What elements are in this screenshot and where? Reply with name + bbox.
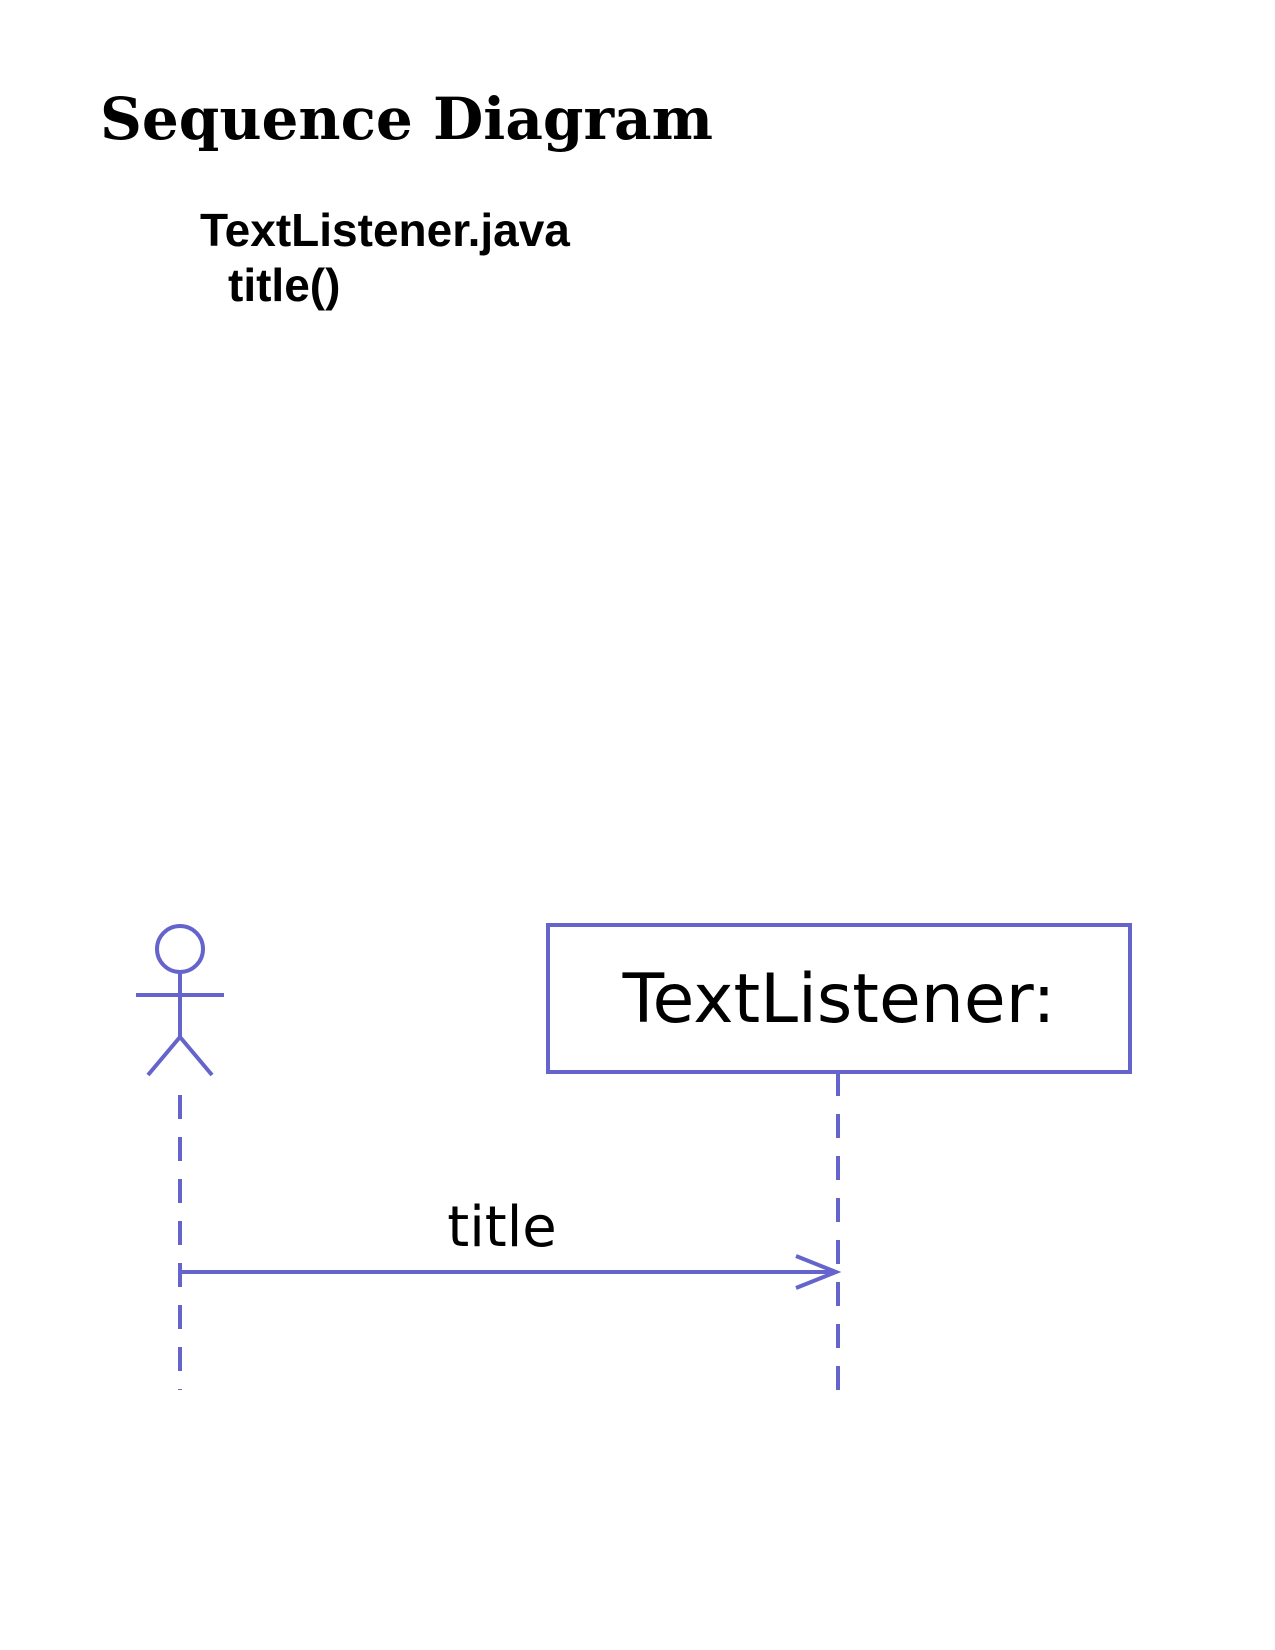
participant-box [546,923,1132,1074]
participant-label: TextListener: [622,960,1056,1039]
method-name: title() [228,259,341,311]
diagram-subtitle: TextListener.java title() [200,203,570,313]
actor-icon [136,924,224,1077]
message-label: title [447,1195,556,1260]
file-name: TextListener.java [200,204,570,256]
page-title: Sequence Diagram [100,85,713,153]
message-arrow [180,1254,842,1290]
